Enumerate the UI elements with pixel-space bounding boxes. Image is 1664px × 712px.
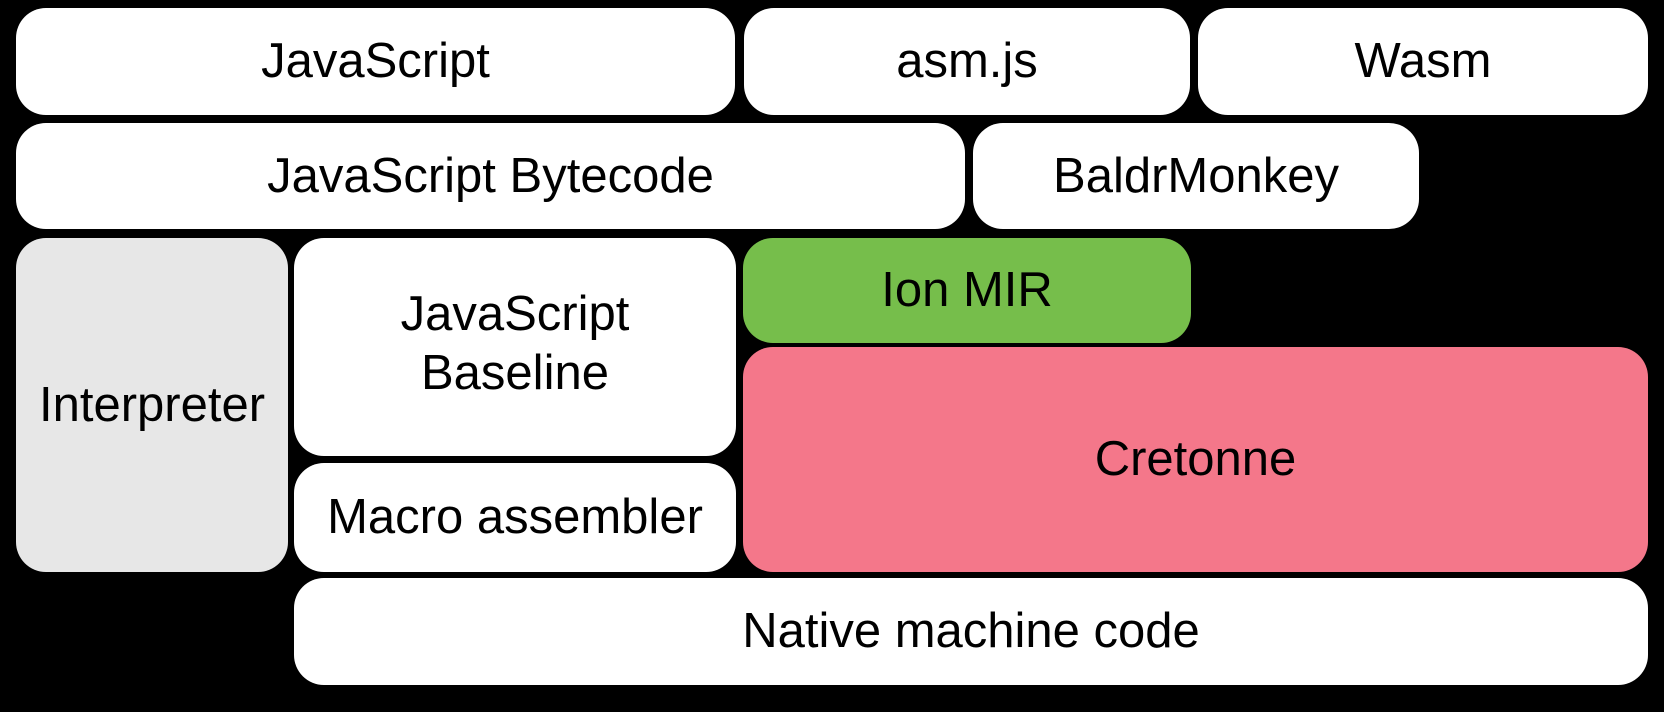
box-asmjs: asm.js (744, 8, 1190, 115)
box-interpreter-label: Interpreter (38, 377, 266, 432)
box-cretonne-label: Cretonne (1094, 432, 1297, 487)
box-macro-assembler-label: Macro assembler (327, 490, 703, 545)
box-wasm-label: Wasm (1354, 34, 1492, 89)
box-cretonne: Cretonne (743, 347, 1648, 572)
box-interpreter: Interpreter (16, 238, 288, 572)
box-javascript-baseline: JavaScript Baseline (294, 238, 736, 456)
box-native-machine-code-label: Native machine code (742, 604, 1200, 659)
box-macro-assembler: Macro assembler (294, 463, 736, 572)
box-javascript-label: JavaScript (261, 34, 490, 89)
box-asmjs-label: asm.js (896, 34, 1038, 89)
box-ion-mir: Ion MIR (743, 238, 1191, 343)
box-ion-mir-label: Ion MIR (881, 263, 1053, 318)
box-baldrmonkey: BaldrMonkey (973, 123, 1419, 229)
box-native-machine-code: Native machine code (294, 578, 1648, 685)
box-baldrmonkey-label: BaldrMonkey (1053, 148, 1339, 203)
box-javascript: JavaScript (16, 8, 735, 115)
box-javascript-bytecode: JavaScript Bytecode (16, 123, 965, 229)
box-wasm: Wasm (1198, 8, 1648, 115)
box-javascript-bytecode-label: JavaScript Bytecode (267, 148, 714, 203)
box-javascript-baseline-label: JavaScript Baseline (400, 287, 630, 400)
